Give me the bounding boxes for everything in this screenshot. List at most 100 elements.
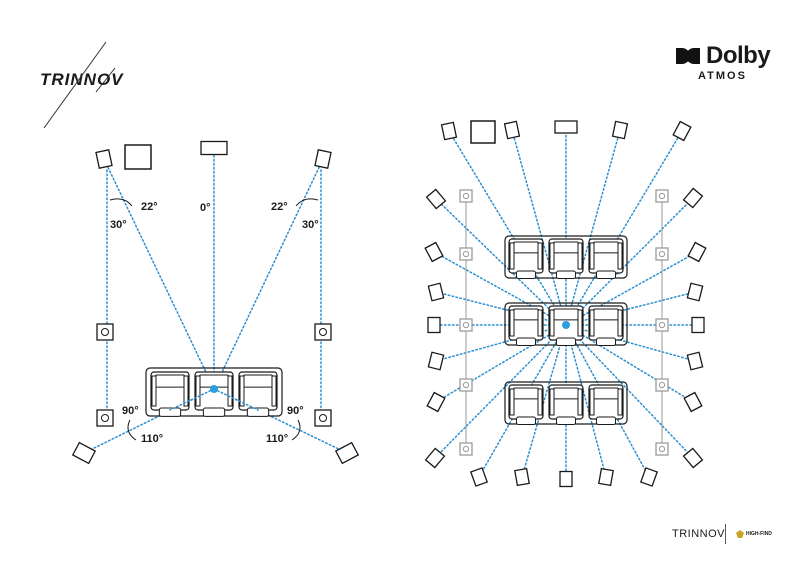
speaker-icon (611, 120, 629, 140)
footer-divider (725, 524, 726, 544)
seat-icon (508, 384, 544, 425)
seat-arm-right (271, 375, 277, 407)
speaker-icon (655, 189, 669, 203)
speaker-icon (459, 189, 473, 203)
speaker-cone-icon (462, 192, 470, 200)
speaker-icon (469, 467, 489, 487)
seat-arm-left (549, 309, 555, 337)
subwoofer-icon (470, 120, 496, 144)
speaker-icon (425, 188, 447, 210)
seat-arm-left (509, 242, 515, 270)
dotted-line (103, 158, 215, 390)
seat-back (592, 308, 620, 321)
dotted-line (565, 324, 696, 362)
seat-arm-right (227, 375, 233, 407)
speaker-cone-icon (462, 321, 470, 329)
speaker-icon (427, 316, 441, 334)
seat-footrest (246, 407, 270, 417)
dotted-line (213, 388, 259, 411)
seat-arm-left (509, 388, 515, 416)
dotted-line (565, 291, 696, 326)
seat-arm-right (577, 309, 583, 337)
seat-footrest (595, 337, 617, 346)
seat-back (512, 387, 540, 400)
speaker-icon (334, 441, 360, 465)
speaker-icon (314, 409, 332, 427)
speaker-icon (655, 378, 669, 392)
seat-back (552, 387, 580, 400)
seat-footrest (158, 407, 182, 417)
speaker-icon (459, 247, 473, 261)
speaker-icon (314, 323, 332, 341)
speaker-cone-icon (318, 327, 328, 337)
dotted-line (511, 129, 567, 326)
listener-icon (210, 385, 218, 393)
dotted-line (565, 251, 698, 326)
dotted-line (434, 324, 567, 459)
dotted-line (433, 251, 567, 326)
dotted-line (521, 324, 567, 478)
angle-label-22-left: 22° (141, 201, 158, 213)
seat-arm-left (589, 309, 595, 337)
dotted-line (565, 129, 621, 326)
seat-arm-right (537, 309, 543, 337)
speaker-icon (459, 378, 473, 392)
seat-footrest (555, 337, 577, 346)
seat-arm-left (589, 388, 595, 416)
speaker-icon (440, 121, 458, 141)
angle-arc (109, 198, 133, 207)
seat-footrest (515, 416, 537, 425)
seat-back (154, 374, 186, 388)
speaker-icon (459, 442, 473, 456)
speaker-cone-icon (462, 445, 470, 453)
speaker-icon (559, 470, 573, 488)
seat-footrest (595, 270, 617, 279)
speaker-cone-icon (658, 445, 666, 453)
seat-icon (588, 238, 624, 279)
angle-label-0: 0° (200, 202, 211, 214)
speaker-icon (427, 282, 445, 302)
dotted-line (169, 388, 215, 411)
dotted-line (565, 324, 650, 478)
angle-arc (127, 419, 137, 441)
dotted-line (435, 324, 567, 362)
seat-back (242, 374, 274, 388)
partner-logo-icon (736, 530, 744, 538)
speaker-icon (200, 140, 228, 156)
seat-icon (588, 384, 624, 425)
speaker-icon (96, 409, 114, 427)
seat-arm-left (239, 375, 245, 407)
seat-arm-right (537, 242, 543, 270)
seat-back (512, 308, 540, 321)
speaker-cone-icon (658, 321, 666, 329)
speaker-icon (554, 120, 578, 134)
speaker-icon (682, 447, 704, 469)
seat-back (592, 241, 620, 254)
angle-label-22-right: 22° (271, 201, 288, 213)
atmos-word: ATMOS (698, 70, 747, 82)
angle-label-90-left: 90° (122, 405, 139, 417)
speaker-cone-icon (658, 192, 666, 200)
seat-icon (238, 371, 278, 417)
seat-arm-right (617, 388, 623, 416)
seat-back (552, 308, 580, 321)
seat-icon (150, 371, 190, 417)
speaker-cone-icon (462, 381, 470, 389)
speaker-icon (691, 316, 705, 334)
dotted-line (565, 324, 607, 478)
speaker-cone-icon (318, 413, 328, 423)
speaker-icon (95, 149, 113, 169)
speaker-cone-icon (100, 413, 110, 423)
footer-partner: HIGH-FIND (746, 531, 772, 537)
dotted-line (565, 197, 694, 326)
right-layout (424, 120, 707, 488)
dotted-line (435, 324, 567, 403)
speaker-cone-icon (462, 250, 470, 258)
seat-arm-left (509, 309, 515, 337)
speaker-icon (686, 351, 704, 371)
angle-label-30-left: 30° (110, 219, 127, 231)
seat-arm-right (617, 242, 623, 270)
seat-arm-right (577, 242, 583, 270)
left-layout (71, 140, 360, 465)
speaker-icon (686, 282, 704, 302)
